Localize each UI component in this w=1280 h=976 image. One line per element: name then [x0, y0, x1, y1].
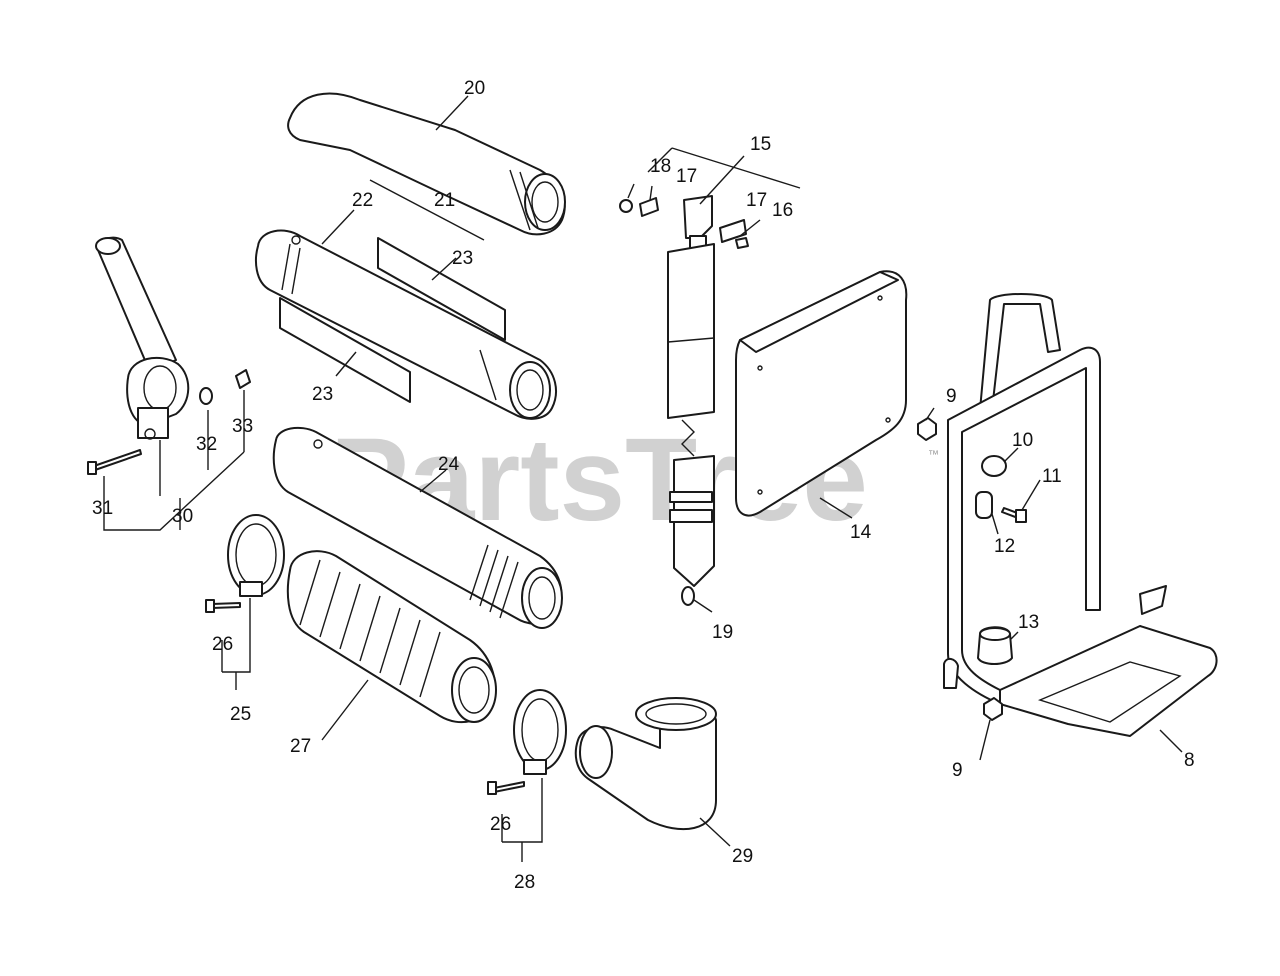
callout-25: 25 — [230, 704, 251, 725]
callout-26-upper: 26 — [212, 634, 233, 655]
callout-16: 16 — [772, 200, 793, 221]
part-28-clamp — [513, 689, 567, 775]
part-26-screw-upper — [205, 599, 241, 613]
callout-23-upper: 23 — [452, 248, 473, 269]
callout-22: 22 — [352, 190, 373, 211]
callout-17-right: 17 — [746, 190, 767, 211]
part-26-screw-lower — [487, 781, 525, 795]
callout-32: 32 — [196, 434, 217, 455]
part-22-straight-tube — [255, 229, 557, 420]
callout-29: 29 — [732, 846, 753, 867]
callout-8: 8 — [1184, 750, 1195, 771]
leader-lines — [103, 95, 1183, 862]
part-10-clip — [981, 455, 1007, 477]
callout-14: 14 — [850, 522, 872, 543]
part-32-washer — [199, 387, 213, 405]
part-15-strap — [667, 195, 715, 587]
callout-28: 28 — [514, 872, 535, 893]
part-17-plate-right — [719, 219, 747, 243]
part-19-ring — [681, 586, 695, 606]
part-14-back-pad — [735, 270, 908, 517]
callout-9-upper: 9 — [946, 386, 957, 407]
callout-23-lower: 23 — [312, 384, 333, 405]
part-18-nut — [619, 199, 633, 213]
part-13-switch — [977, 626, 1013, 665]
part-33-nut — [235, 369, 251, 389]
callout-labels: 20 22 21 23 23 24 15 18 17 17 16 19 14 9… — [92, 78, 1195, 893]
part-30-handle-assembly — [95, 236, 190, 440]
callout-17-left: 17 — [676, 166, 697, 187]
callout-19: 19 — [712, 622, 733, 643]
part-9-nut-lower — [983, 697, 1003, 721]
part-16-screw — [735, 237, 749, 249]
part-9-nut-upper — [917, 417, 937, 441]
callout-24: 24 — [438, 454, 460, 475]
callout-10: 10 — [1012, 430, 1033, 451]
part-11-screw — [1001, 507, 1027, 523]
callout-12: 12 — [994, 536, 1015, 557]
part-27-flexible-hose — [286, 550, 497, 724]
callout-31: 31 — [92, 498, 113, 519]
part-8-backpack-frame — [943, 293, 1218, 737]
callout-33: 33 — [232, 416, 253, 437]
callout-9-lower: 9 — [952, 760, 963, 781]
part-20-upper-tube — [287, 92, 566, 236]
part-23-decals — [279, 237, 506, 403]
part-17-plate-left — [639, 197, 659, 217]
callout-26-lower: 26 — [490, 814, 511, 835]
callout-15: 15 — [750, 134, 771, 155]
callout-18: 18 — [650, 156, 671, 177]
callout-11: 11 — [1042, 466, 1062, 487]
callout-21: 21 — [434, 190, 455, 211]
part-12-bracket — [975, 491, 993, 519]
trademark-symbol: ™ — [928, 449, 939, 461]
callout-27: 27 — [290, 736, 311, 757]
part-29-elbow — [574, 697, 717, 831]
callout-20: 20 — [464, 78, 485, 99]
part-24-extension-tube — [272, 426, 563, 629]
callout-13: 13 — [1018, 612, 1039, 633]
part-25-clamp — [227, 514, 285, 597]
callout-30: 30 — [172, 506, 193, 527]
part-31-bolt — [87, 449, 142, 475]
